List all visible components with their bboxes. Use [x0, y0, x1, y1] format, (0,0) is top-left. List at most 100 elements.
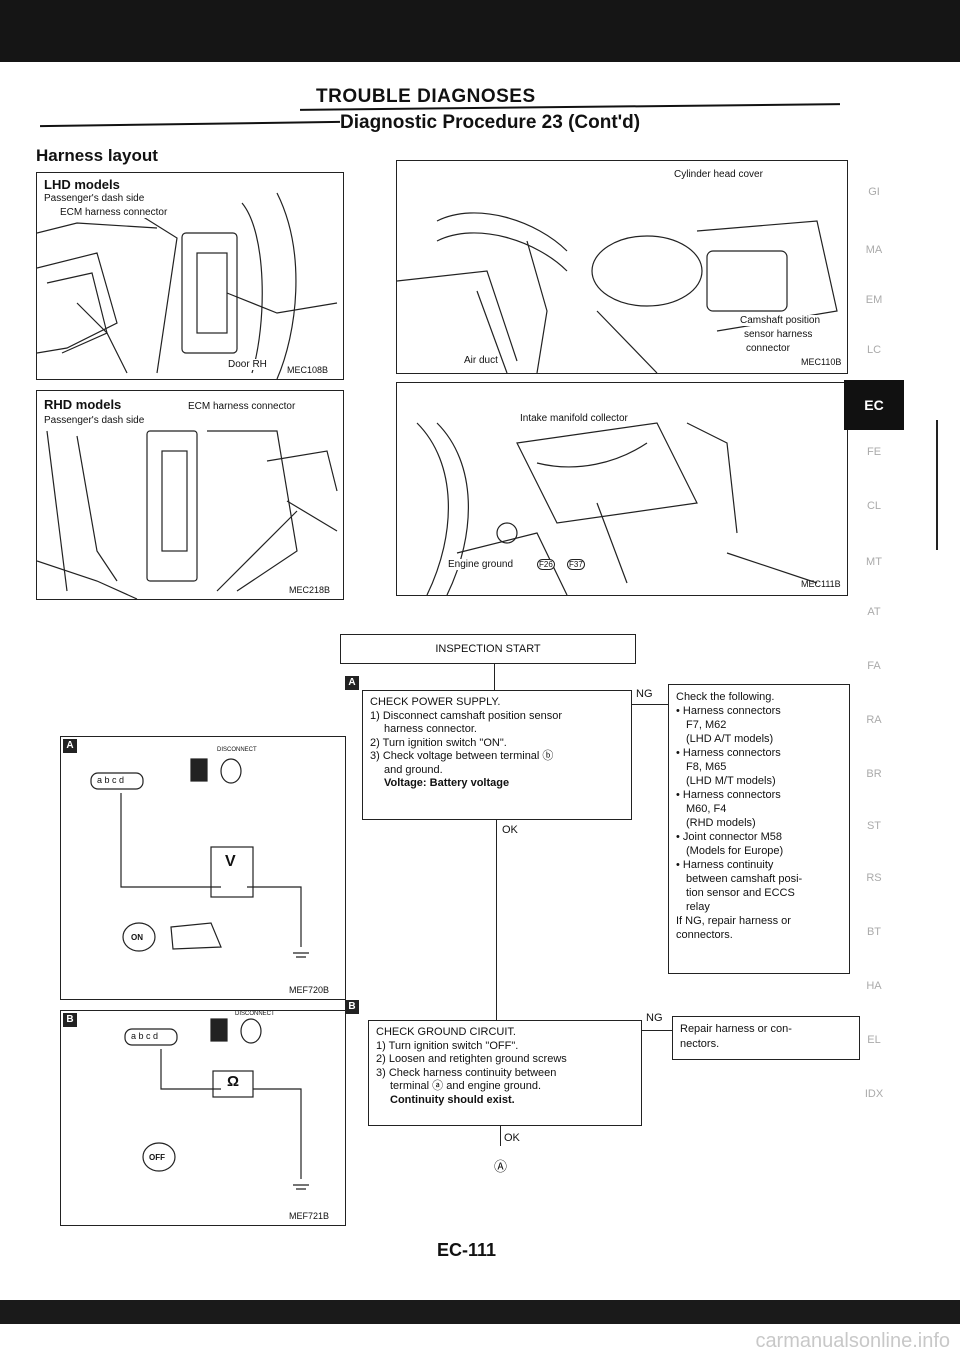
step-b-line-1: 1) Turn ignition switch "OFF".	[376, 1039, 519, 1052]
flow-ng-b-line	[642, 1030, 672, 1032]
section-heading: Harness layout	[36, 146, 158, 165]
side-tab-br[interactable]: BR	[866, 768, 882, 780]
test-b-code: MEF721B	[289, 1211, 330, 1221]
rhd-label-dash: Passenger's dash side	[43, 415, 146, 426]
side-tab-lc[interactable]: LC	[866, 344, 882, 356]
side-edge-mark	[936, 420, 938, 550]
step-a-line-4: 3) Check voltage between terminal ⓑ	[370, 750, 554, 762]
figure-lhd-models: LHD models Passenger's dash side ECM har…	[36, 172, 344, 380]
flow-step-a-badge: A	[345, 676, 359, 690]
engine-top-code: MEC110B	[801, 357, 842, 367]
check-item-13: between camshaft posi-	[686, 873, 803, 885]
step-b-spec: Continuity should exist.	[390, 1093, 515, 1106]
side-tab-bt[interactable]: BT	[866, 926, 882, 938]
check-item-15: relay	[686, 901, 710, 913]
flow-ok-a-label: OK	[502, 824, 518, 836]
subtitle-rule	[40, 120, 340, 128]
engine-top-label-duct: Air duct	[463, 355, 499, 366]
side-tab-ec-active[interactable]: EC	[844, 380, 904, 430]
test-a-disconnect: DISCONNECT	[217, 747, 257, 753]
side-tab-idx[interactable]: IDX	[864, 1088, 884, 1100]
side-tab-ra[interactable]: RA	[866, 714, 882, 726]
flow-step-a-box: CHECK POWER SUPPLY. 1) Disconnect camsha…	[362, 690, 632, 820]
check-item-3: (LHD A/T models)	[686, 733, 774, 745]
lhd-sketch	[37, 192, 338, 379]
engine-top-label-cam3: connector	[745, 343, 791, 354]
side-tab-gi[interactable]: GI	[868, 186, 880, 198]
side-tab-ha[interactable]: HA	[866, 980, 882, 992]
flow-repair-box: Repair harness or con- nectors.	[672, 1016, 860, 1060]
flow-step-b-badge: B	[345, 1000, 359, 1014]
check-item-2: F7, M62	[686, 719, 727, 731]
check-item-9: (RHD models)	[686, 817, 756, 829]
check-item-5: F8, M65	[686, 761, 727, 773]
figure-rhd-models: RHD models Passenger's dash side ECM har…	[36, 390, 344, 600]
step-b-line-4: terminal ⓐ and engine ground.	[390, 1080, 542, 1092]
top-scan-bar	[0, 0, 960, 62]
rhd-label-ecm: ECM harness connector	[187, 401, 297, 412]
side-tab-em[interactable]: EM	[865, 294, 883, 306]
figure-test-b: B a b c d DISCONNECT Ω OFF MEF721B	[60, 1010, 346, 1226]
lhd-title: LHD models	[43, 177, 121, 192]
flow-check-box: Check the following. • Harness connector…	[668, 684, 850, 974]
test-b-disconnect: DISCONNECT	[235, 1011, 275, 1017]
check-title: Check the following.	[676, 691, 775, 703]
figure-test-a: A a b c d DISCONNECT V ON MEF720B	[60, 736, 346, 1000]
side-tab-fe[interactable]: FE	[866, 446, 882, 458]
check-item-6: (LHD M/T models)	[686, 775, 776, 787]
flow-line-2	[496, 820, 498, 1020]
side-tab-st[interactable]: ST	[866, 820, 882, 832]
test-a-code: MEF720B	[289, 985, 330, 995]
check-item-16: If NG, repair harness or	[676, 915, 791, 927]
lhd-label-door: Door RH	[227, 359, 268, 370]
engine-bottom-label-intake: Intake manifold collector	[519, 413, 629, 424]
figure-engine-top: Cylinder head cover Camshaft position se…	[396, 160, 848, 374]
check-item-12: • Harness continuity	[676, 859, 774, 871]
side-tab-rs[interactable]: RS	[866, 872, 882, 884]
step-a-line-2: harness connector.	[384, 723, 477, 735]
bottom-scan-bar	[0, 1300, 960, 1324]
flow-ng-a-line	[632, 704, 668, 706]
test-b-sketch	[124, 1018, 309, 1190]
test-a-switch: ON	[131, 933, 143, 942]
step-a-line-5: and ground.	[384, 763, 443, 776]
repair-label: Repair harness or con- nectors.	[680, 1023, 792, 1050]
rhd-code: MEC218B	[289, 585, 331, 595]
flow-line-1	[494, 664, 496, 690]
watermark: carmanualsonline.info	[755, 1330, 950, 1352]
check-item-14: tion sensor and ECCS	[686, 887, 795, 899]
rhd-sketch	[37, 430, 338, 599]
engine-top-label-cam1: Camshaft position	[739, 315, 822, 326]
lhd-code: MEC108B	[287, 365, 329, 375]
side-tab-cl[interactable]: CL	[866, 500, 882, 512]
step-b-line-3: 3) Check harness continuity between	[376, 1066, 557, 1079]
rhd-title: RHD models	[43, 397, 123, 412]
engine-top-label-cover: Cylinder head cover	[673, 169, 764, 180]
flow-start-box: INSPECTION START	[340, 634, 636, 664]
test-a-sketch	[90, 758, 309, 958]
engine-bottom-code: MEC111B	[801, 579, 841, 589]
page-title: TROUBLE DIAGNOSES	[316, 86, 536, 107]
step-b-title: CHECK GROUND CIRCUIT.	[376, 1026, 516, 1038]
page-number: EC-111	[437, 1240, 497, 1260]
side-tab-el[interactable]: EL	[867, 1034, 881, 1046]
test-b-badge: B	[63, 1013, 77, 1027]
check-item-10: • Joint connector M58	[676, 831, 782, 843]
flow-next-connector: Ⓐ	[494, 1159, 508, 1174]
step-a-line-1: 1) Disconnect camshaft position sensor	[370, 709, 562, 722]
lhd-label-dash: Passenger's dash side	[43, 193, 146, 204]
side-tab-fa[interactable]: FA	[867, 660, 881, 672]
test-a-badge: A	[63, 739, 77, 753]
flow-ng-a-label: NG	[636, 688, 653, 700]
side-tab-at[interactable]: AT	[867, 606, 881, 618]
test-b-switch: OFF	[149, 1153, 165, 1162]
side-tab-mt[interactable]: MT	[866, 556, 882, 568]
flow-line-3	[500, 1126, 502, 1146]
check-item-1: • Harness connectors	[676, 705, 781, 717]
step-a-title: CHECK POWER SUPPLY.	[370, 696, 501, 708]
side-tab-ma[interactable]: MA	[865, 244, 883, 256]
lhd-label-ecm: ECM harness connector	[59, 207, 169, 218]
figure-engine-bottom: Intake manifold collector Engine ground …	[396, 382, 848, 596]
engine-top-label-cam2: sensor harness	[743, 329, 814, 340]
step-a-spec: Voltage: Battery voltage	[384, 777, 510, 789]
